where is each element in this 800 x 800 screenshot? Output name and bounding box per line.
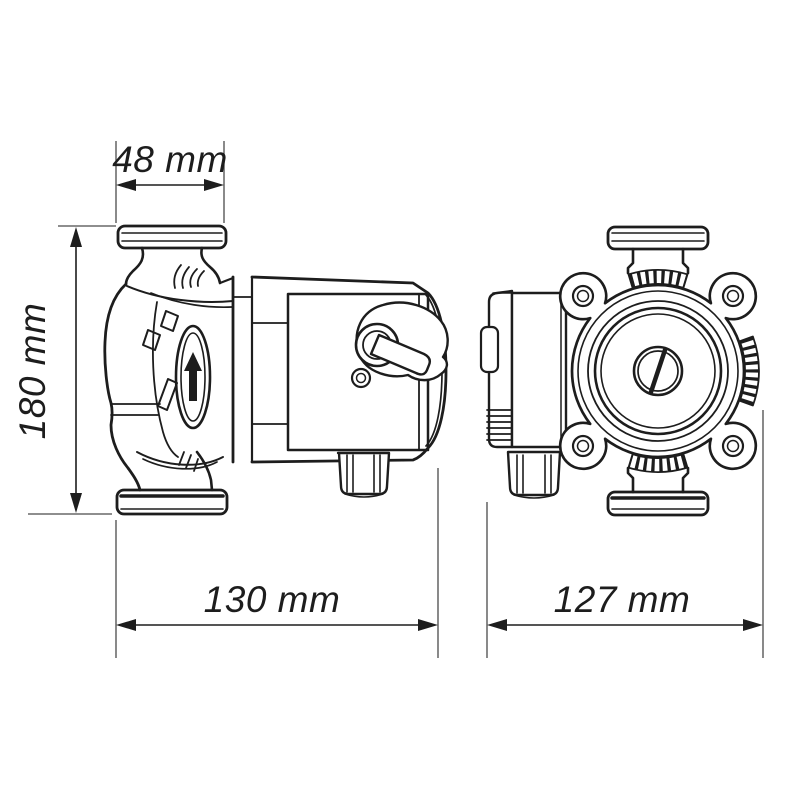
dim-overall-height-label: 180 mm [12, 303, 53, 440]
motor-assembly-side [231, 275, 449, 498]
knurled-rib-bands [627, 269, 760, 473]
motor-face [577, 290, 739, 452]
vent-ribs [486, 409, 512, 441]
cable-gland-side [336, 451, 391, 496]
terminal-box-latch [479, 325, 500, 374]
dim-port-width-label: 48 mm [112, 139, 228, 180]
side-view [103, 224, 449, 516]
discharge-neck [178, 450, 214, 492]
pump-housing [103, 276, 235, 492]
bottom-flange [115, 488, 229, 516]
dim-overall-length-label: 130 mm [204, 579, 341, 620]
front-top-flange [606, 225, 710, 275]
knob-handle [369, 333, 432, 376]
screw-slot [648, 347, 668, 395]
dimension-port-width: 48 mm [112, 139, 228, 223]
suction-neck [124, 246, 222, 289]
cable-gland-front [506, 450, 562, 497]
terminal-box-front [479, 289, 568, 499]
terminal-box-screw [350, 367, 372, 389]
dim-overall-width-label: 127 mm [554, 579, 691, 620]
dimension-overall-length: 130 mm [115, 468, 439, 658]
neck-ribs [173, 264, 205, 289]
front-view [479, 225, 760, 517]
top-flange [116, 224, 228, 250]
dimension-overall-height: 180 mm [12, 225, 116, 515]
front-bottom-flange [606, 466, 710, 517]
plate-screws [571, 284, 745, 458]
dimension-overall-width: 127 mm [486, 410, 764, 658]
flow-label-badge [174, 324, 212, 430]
flow-direction-arrow-icon [184, 352, 202, 401]
